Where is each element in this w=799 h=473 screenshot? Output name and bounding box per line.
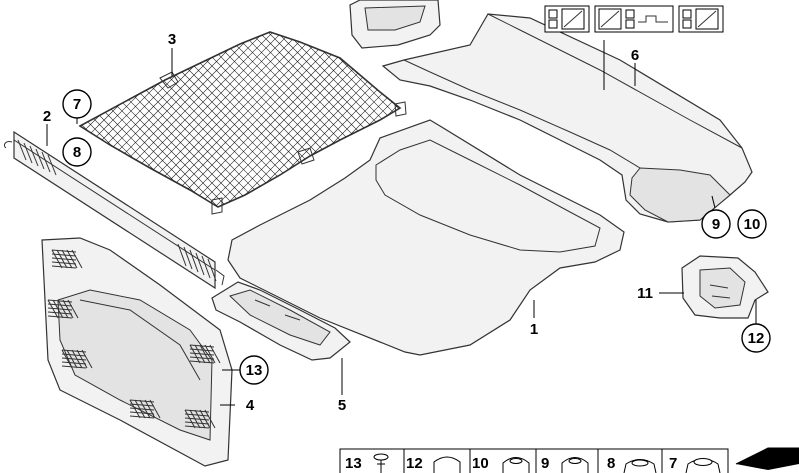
grommet-icon — [685, 458, 721, 473]
legend-label-12: 12 — [406, 455, 423, 472]
callout-2: 2 — [43, 108, 51, 125]
part-parcel-shelf — [381, 13, 753, 223]
symbol-box-right — [678, 5, 724, 33]
svg-text:13: 13 — [246, 362, 263, 379]
callout-circle-12: 12 — [741, 323, 771, 353]
part-storage-tray — [211, 281, 351, 361]
callout-11: 11 — [637, 285, 653, 302]
part-side-trim-panel — [41, 237, 233, 467]
svg-text:8: 8 — [73, 144, 81, 161]
circled-callouts: 7 8 9 10 12 13 — [62, 89, 771, 385]
part-side-rail — [3, 130, 225, 290]
small-parts-legend: 13 12 10 9 8 7 — [339, 447, 799, 473]
svg-text:10: 10 — [744, 216, 761, 233]
symbol-box-left — [544, 5, 590, 33]
callout-circle-10: 10 — [737, 209, 767, 239]
part-floor-mat — [227, 119, 625, 356]
leader-lines — [46, 40, 757, 406]
legend-label-9: 9 — [541, 455, 549, 472]
callout-circle-13: 13 — [239, 355, 269, 385]
callout-circle-8: 8 — [62, 137, 92, 167]
legend-label-8: 8 — [607, 455, 615, 472]
callout-4: 4 — [246, 397, 255, 414]
instruction-symbols — [544, 5, 724, 33]
rivet-icon — [623, 459, 657, 473]
wedge-icon — [735, 447, 799, 470]
callouts: 3 2 6 1 5 4 11 — [43, 31, 653, 414]
legend-label-13: 13 — [345, 455, 362, 472]
callout-circle-7: 7 — [62, 89, 92, 119]
svg-text:12: 12 — [748, 330, 765, 347]
clip-icon-2 — [561, 457, 589, 473]
legend-cell-13 — [339, 448, 405, 473]
part-upper-bracket — [349, 0, 441, 49]
svg-text:7: 7 — [73, 96, 81, 113]
symbol-box-middle — [594, 5, 674, 33]
callout-6: 6 — [631, 47, 639, 64]
cap-icon — [433, 456, 461, 473]
legend-label-7: 7 — [669, 455, 677, 472]
callout-circle-9: 9 — [701, 209, 731, 239]
svg-text:9: 9 — [712, 216, 720, 233]
callout-3: 3 — [168, 31, 176, 48]
clip-icon — [502, 457, 530, 473]
callout-1: 1 — [530, 321, 538, 338]
screw-icon — [373, 453, 389, 473]
callout-5: 5 — [338, 397, 346, 414]
part-corner-bracket — [681, 255, 769, 319]
legend-label-10: 10 — [472, 455, 489, 472]
